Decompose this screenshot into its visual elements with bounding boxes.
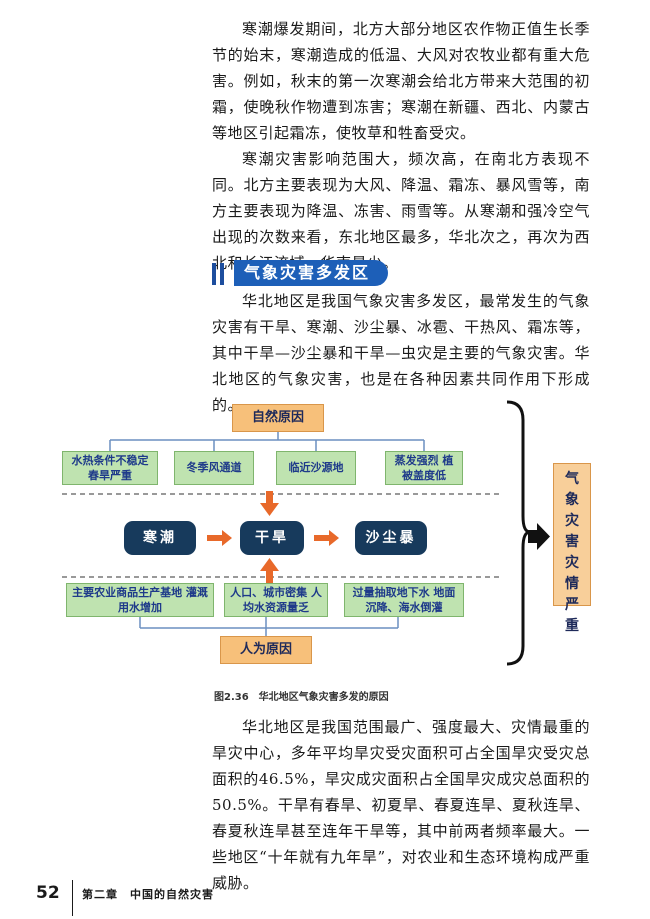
natural-factor-monsoon: 冬季风通道	[174, 451, 254, 485]
natural-factor-evaporation: 蒸发强烈 植被盖度低	[385, 451, 463, 485]
heading-bar-icon	[212, 263, 216, 285]
result-box: 气象灾害灾情严重	[553, 463, 591, 634]
chain-cold-wave: 寒潮	[124, 521, 196, 555]
natural-factor-climate: 水热条件不稳定 春旱严重	[62, 451, 158, 485]
section-heading: 气象灾害多发区	[212, 260, 392, 288]
footer-divider	[72, 880, 73, 916]
paragraph-drought-center: 华北地区是我国范围最广、强度最大、灾情最重的旱灾中心，多年平均旱灾受灾面积可占全…	[212, 718, 590, 892]
chain-sandstorm: 沙尘暴	[355, 521, 427, 555]
figure-caption: 图2.36 华北地区气象灾害多发的原因	[214, 692, 389, 703]
chain-drought: 干旱	[240, 521, 304, 555]
paragraph-cold-wave-impact: 寒潮爆发期间，北方大部分地区农作物正值生长季节的始末，寒潮造成的低温、大风对农牧…	[212, 20, 590, 142]
chapter-title: 第二章 中国的自然灾害	[82, 888, 214, 901]
section-title: 气象灾害多发区	[234, 260, 389, 286]
page-number: 52	[36, 883, 60, 903]
natural-factor-sand-source: 临近沙源地	[276, 451, 356, 485]
human-cause-box: 人为原因	[220, 636, 312, 664]
paragraph-north-china-disasters: 华北地区是我国气象灾害多发区，最常发生的气象灾害有干旱、寒潮、沙尘暴、冰雹、干热…	[212, 292, 590, 414]
heading-bar-icon	[220, 263, 224, 285]
human-factor-agriculture: 主要农业商品生产基地 灌溉用水增加	[66, 583, 214, 617]
natural-cause-box: 自然原因	[232, 404, 324, 432]
human-factor-population: 人口、城市密集 人均水资源量乏	[224, 583, 328, 617]
human-factor-groundwater: 过量抽取地下水 地面沉降、海水倒灌	[344, 583, 464, 617]
